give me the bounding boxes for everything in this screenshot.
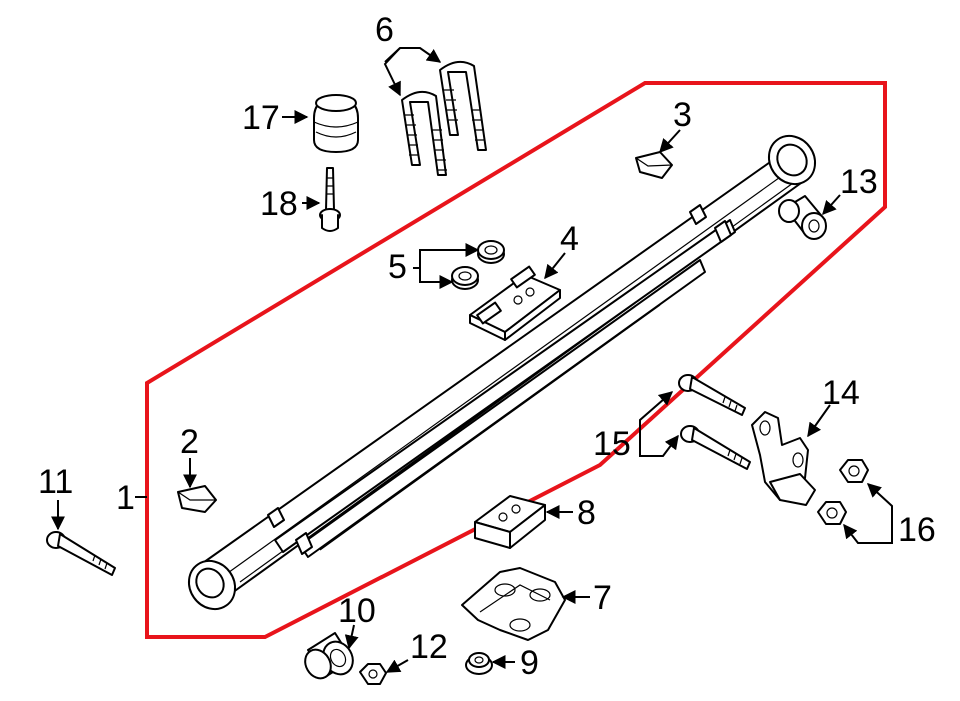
callout-1: 1 xyxy=(116,479,135,517)
callout-7: 7 xyxy=(593,579,612,617)
callout-6: 6 xyxy=(375,11,394,49)
u-bolt-right[interactable] xyxy=(439,60,487,151)
callout-10: 10 xyxy=(338,592,376,630)
spacer-block[interactable] xyxy=(474,495,546,549)
shackle-bolt-lower[interactable] xyxy=(680,425,751,470)
callout-5: 5 xyxy=(388,248,407,286)
callout-17: 17 xyxy=(242,99,280,137)
callout-13: 13 xyxy=(840,163,878,201)
assembly-outline xyxy=(145,81,887,639)
callout-12: 12 xyxy=(410,628,448,666)
callout-3: 3 xyxy=(673,96,692,134)
u-bolt-nut-upper[interactable] xyxy=(477,240,505,264)
callout-2: 2 xyxy=(180,423,199,461)
spring-bushing-front[interactable] xyxy=(300,632,359,683)
callout-8: 8 xyxy=(577,494,596,532)
jounce-bumper[interactable] xyxy=(313,94,359,153)
leaf-spring[interactable] xyxy=(180,127,825,618)
callout-16: 16 xyxy=(898,511,936,549)
u-bolt-left[interactable] xyxy=(401,90,447,176)
front-eye-nut[interactable] xyxy=(359,663,387,685)
callout-9: 9 xyxy=(520,644,539,682)
flange-nut[interactable] xyxy=(465,652,493,675)
spring-pad-front[interactable] xyxy=(177,485,217,513)
shackle-nut-upper[interactable] xyxy=(839,459,869,483)
callout-11: 11 xyxy=(38,463,73,501)
spacer-plate[interactable] xyxy=(469,265,561,341)
front-eye-bolt[interactable] xyxy=(46,531,116,576)
shackle-bolt-upper[interactable] xyxy=(678,374,746,416)
callout-4: 4 xyxy=(560,220,579,258)
u-bolt-nut-lower[interactable] xyxy=(451,266,479,290)
callout-14: 14 xyxy=(822,374,860,412)
jounce-bumper-bolt[interactable] xyxy=(319,167,341,232)
spring-shackle[interactable] xyxy=(751,411,816,506)
leader-lines xyxy=(51,47,893,673)
spring-pad-rear[interactable] xyxy=(635,151,673,179)
callout-15: 15 xyxy=(593,425,631,463)
callout-18: 18 xyxy=(260,185,298,223)
callout-labels: 1 2 3 4 5 6 7 8 9 10 11 12 13 14 15 16 1… xyxy=(38,11,936,682)
u-bolt-plate[interactable] xyxy=(461,567,566,641)
spring-bushing-rear[interactable] xyxy=(778,195,827,240)
shackle-nut-lower[interactable] xyxy=(817,501,847,525)
